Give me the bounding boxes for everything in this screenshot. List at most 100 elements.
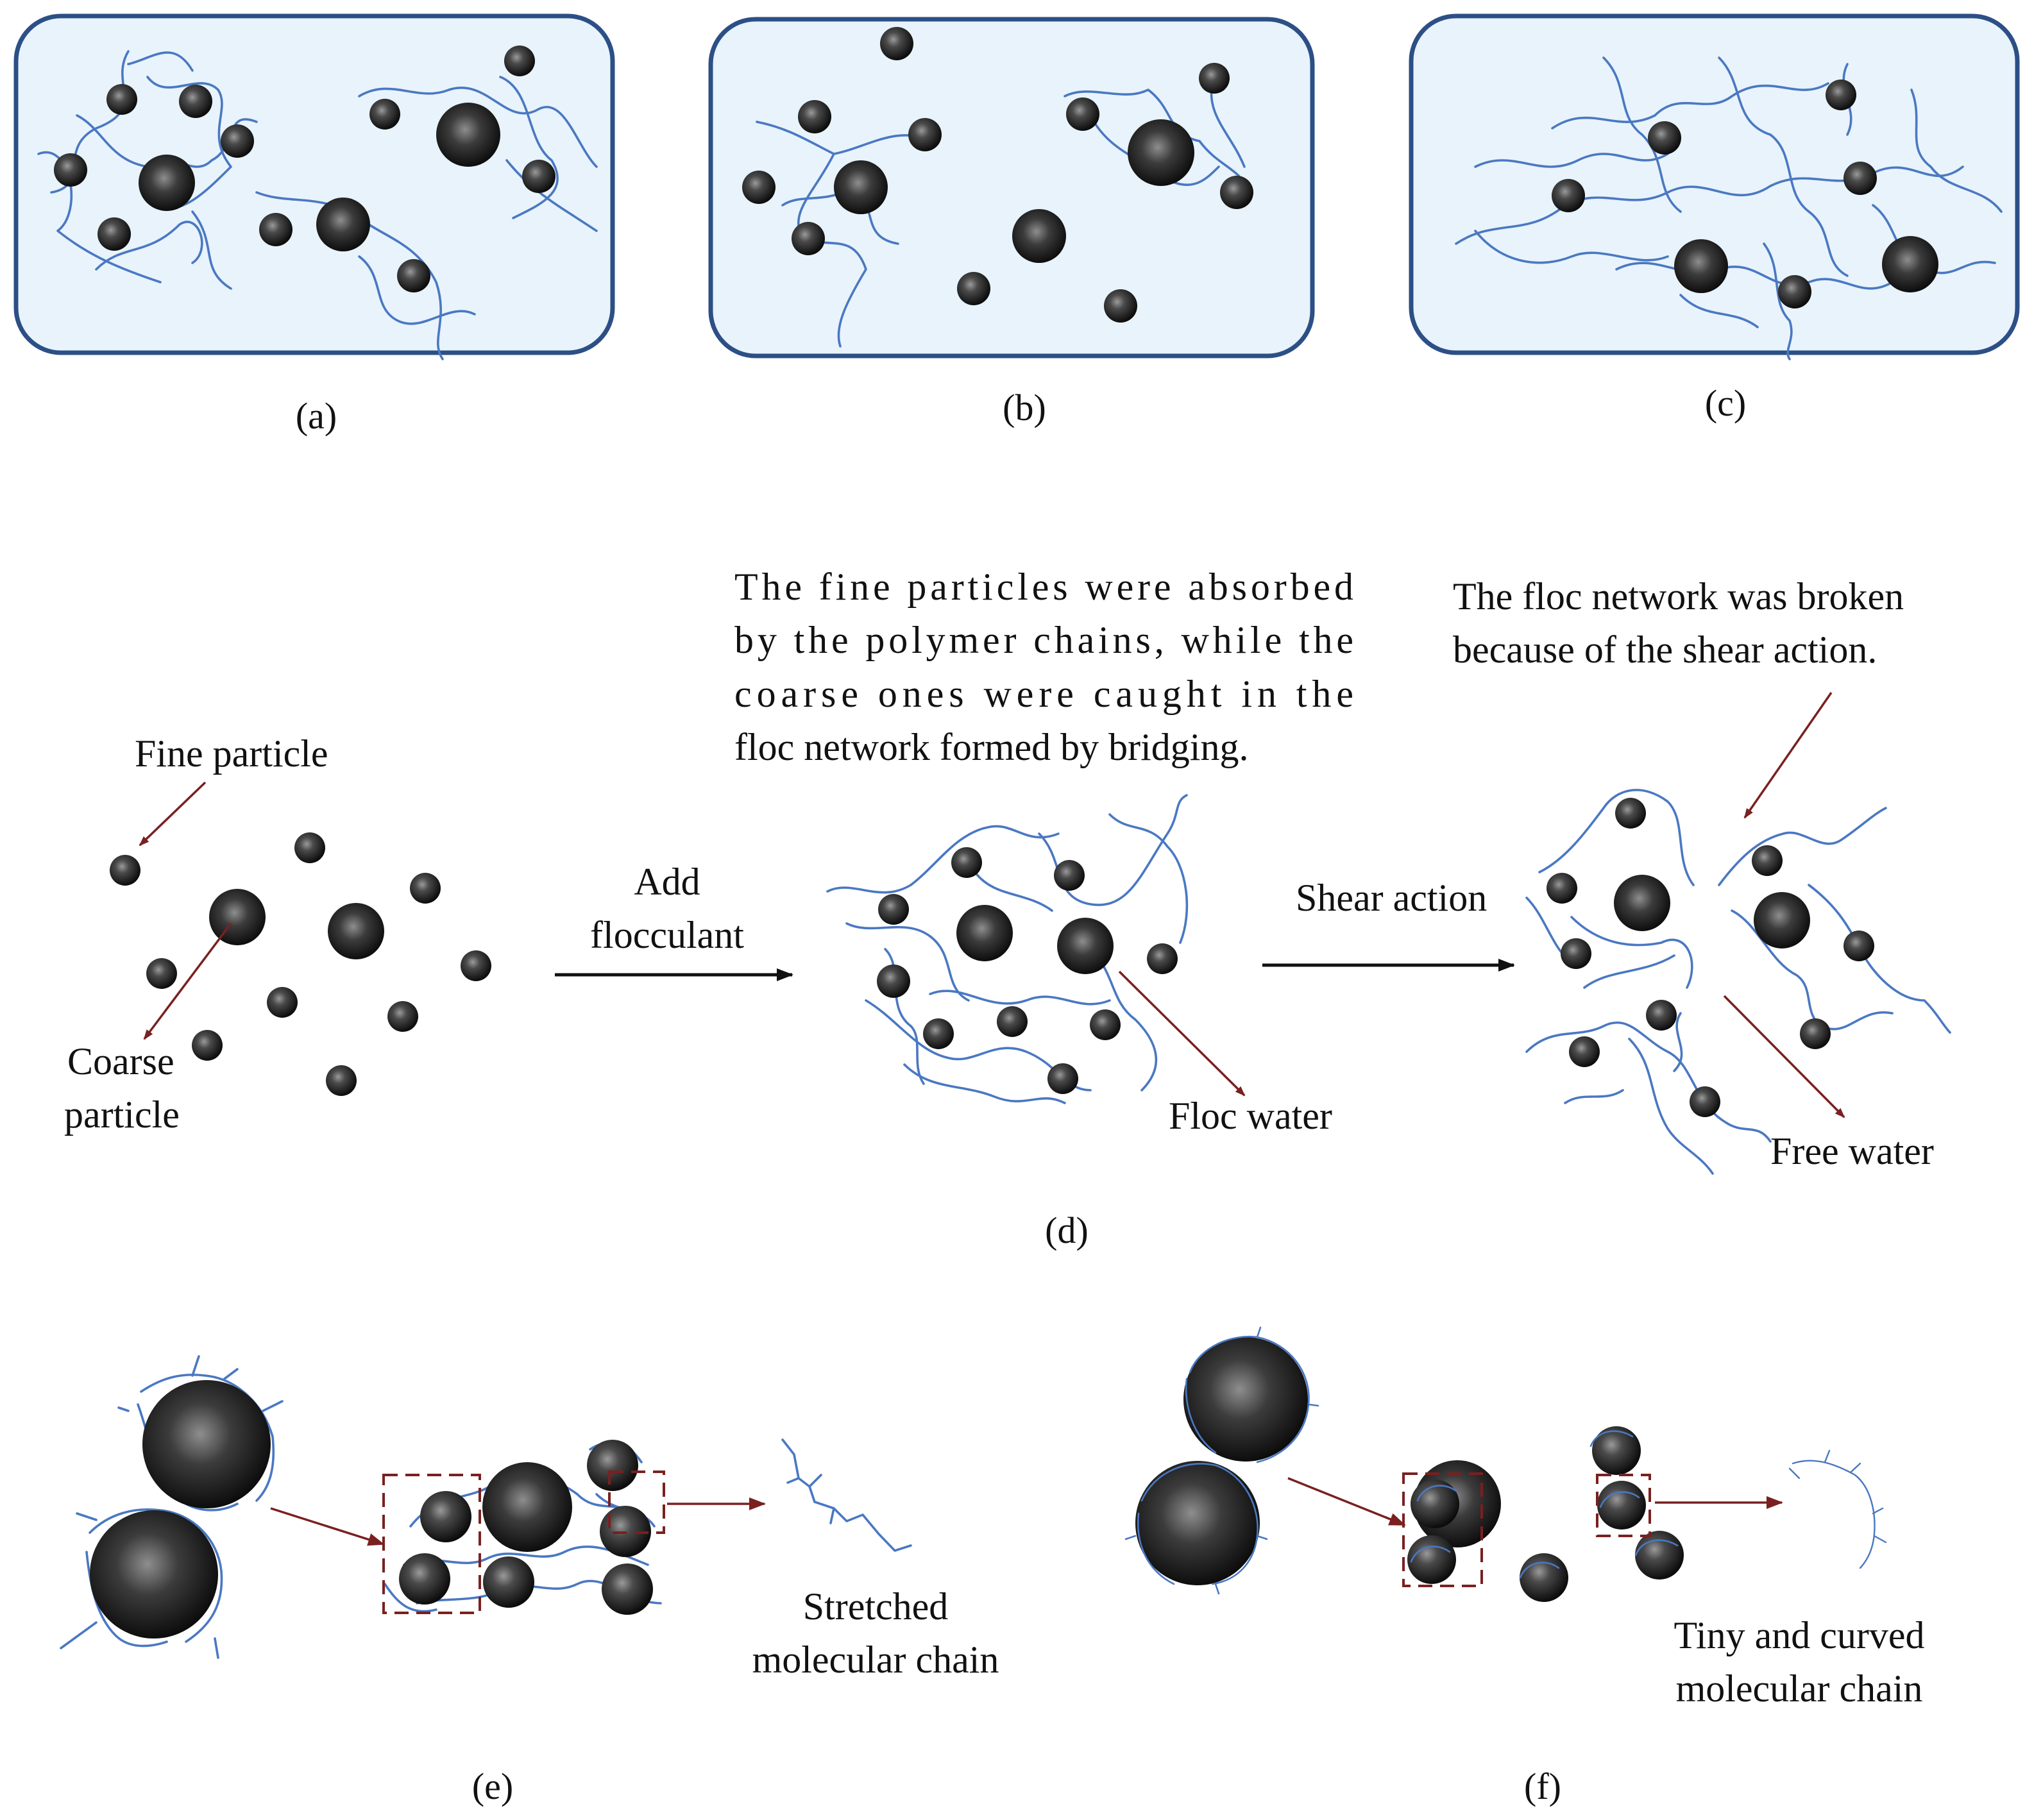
panel-c-chain [1455,165,1964,245]
panel-d-particle-broken [1547,873,1577,904]
panel-e-chain [384,1583,437,1613]
panel-b-chains [756,82,1252,348]
panel-a-chain [505,159,598,232]
floc-water-pointer [1118,970,1246,1097]
panel-d-particle-dispersed [192,1030,223,1061]
panel-a-particle [139,155,195,211]
panel-a-chain [358,255,476,325]
panel-d-particle-dispersed [267,987,298,1018]
panel-a-particle [106,84,137,115]
panel-a-chain [127,51,194,72]
panel-c-particle [1882,236,1938,292]
panel-f-chain [1189,1335,1310,1463]
panel-a-chain [499,76,559,219]
panel-d-particle-floc [1054,860,1085,891]
panel-b-particle [957,272,990,305]
e-transition-arrow [270,1507,385,1546]
panel-d-particle-dispersed [328,903,384,959]
panel-c-chain [1718,56,1849,277]
panel-d-particle-dispersed [146,958,177,989]
absorbed-note-line3: coarse ones were caught in the [734,673,1353,715]
stretched-chain-label-line2: molecular chain [752,1639,999,1681]
e-dashed-box-left [382,1474,481,1614]
panel-b-chain [1064,88,1252,194]
panel-d-floc-chain [903,1063,1066,1104]
panel-d-particle-floc [878,894,909,925]
coarse-particle-pointer [143,922,232,1040]
panel-d-broken-chain [1731,909,1894,1031]
panel-a-box [13,13,615,355]
absorbed-note-line2: by the polymer chains, while the [734,619,1353,661]
panel-d-particle-broken [1614,875,1670,931]
coarse-particle-label-line1: Coarse [67,1040,174,1083]
panel-label-d: (d) [1045,1209,1089,1251]
panel-f-chain [1137,1512,1175,1585]
panel-c-particle [1674,239,1728,293]
panel-d-broken-chain [1583,954,1675,989]
panel-d-particle-broken [1646,1000,1677,1031]
panel-label-f: (f) [1524,1765,1561,1807]
particle-surface-chains [1124,1326,1679,1595]
panel-f-chain [1185,1378,1217,1454]
panel-b-particle [834,160,888,214]
panel-d-broken-chain [1525,1021,1772,1143]
panel-e-chain [89,1508,223,1643]
panel-e-medium-particle [482,1462,572,1552]
panel-d-particle-broken [1800,1018,1831,1049]
free-water-pointer [1723,995,1845,1118]
panel-e-small-particle [587,1440,638,1491]
particles-layer [54,27,1938,1639]
panel-e-chain [403,1546,649,1566]
panel-d-particle-floc [877,965,910,998]
curved-chain-label-line2: molecular chain [1676,1667,1923,1710]
panel-b-particle [798,100,831,133]
panel-d-particle-broken [1754,892,1810,948]
panel-d-floc-chain [845,922,970,1002]
fine-particle-pointer [139,781,207,847]
panel-d-particle-dispersed [110,855,140,886]
panel-f-chain [1410,1539,1679,1579]
panel-d-particle-floc [956,905,1013,961]
panel-c-particle [1648,121,1681,155]
f-dashed-box-left [1402,1472,1483,1587]
panel-d-floc-chain [929,990,1111,1006]
absorbed-note-line4: floc network formed by bridging. [734,726,1248,768]
panel-b-particle [742,171,775,204]
panel-d-particle-floc [923,1018,954,1049]
panel-c-particle [1552,179,1585,212]
e-dashed-box-right [608,1470,665,1534]
panel-d-particle-dispersed [461,950,491,981]
panel-d-particle-floc [1057,918,1114,974]
panel-a-particle [97,217,131,251]
add-flocculant-label-line2: flocculant [590,914,744,956]
panel-b-chain [1210,82,1246,168]
panel-c-chains [1455,56,2003,360]
add-flocculant-label-line1: Add [634,861,700,903]
panel-c-particle [1826,80,1856,110]
panel-a-particle [259,213,292,246]
panel-d-particle-floc [1090,1009,1121,1040]
panel-a-chain [191,210,232,290]
panel-d-broken-chain [1564,1089,1624,1104]
panel-a-chain [358,87,598,168]
panel-a-particle [316,198,370,251]
panel-d-broken-chain [1538,789,1695,886]
floc-water-label: Floc water [1169,1095,1332,1137]
panel-c-box [1409,13,2020,355]
panel-d-particle-floc [1147,943,1178,974]
panel-label-a: (a) [296,395,337,437]
panel-d-particle-broken [1752,845,1783,876]
panel-d-particle-broken [1843,931,1874,961]
panel-d-particle-broken [1690,1086,1720,1117]
panel-a-particle [221,124,254,158]
panel-e-small-particle [399,1553,450,1605]
stretched-chain-label-line1: Stretched [803,1585,949,1628]
panel-d-particle-dispersed [387,1001,418,1032]
panel-f-small-particle [1597,1481,1646,1529]
panel-b-particle [1066,97,1099,131]
panel-d-broken-chain [1570,916,1693,989]
panel-a-particle [54,153,87,187]
panel-b-particle [792,222,825,255]
panel-d-floc-chain [1089,948,1158,1091]
panel-d-particle-dispersed [294,832,325,863]
